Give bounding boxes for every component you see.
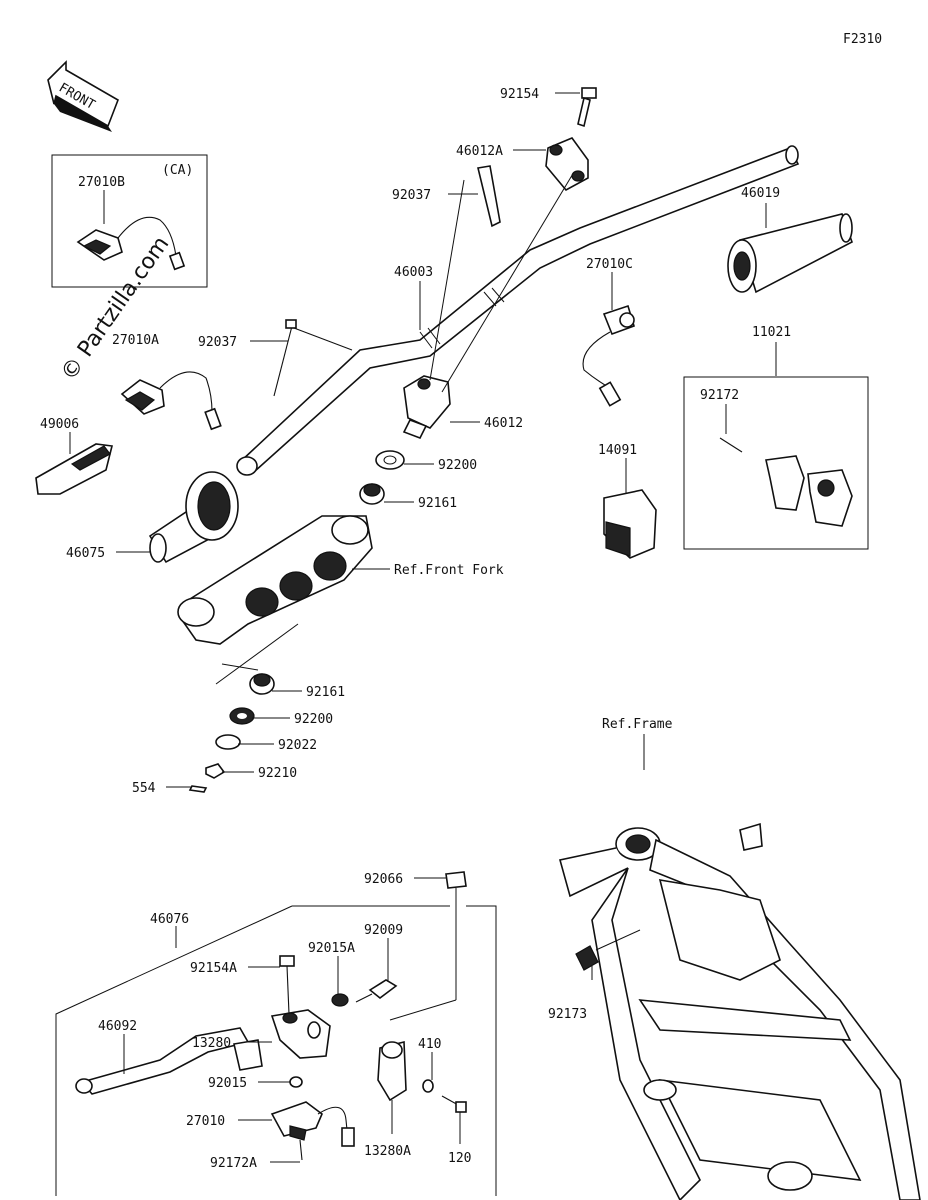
part-label: 46019 <box>741 186 780 201</box>
part-label: 92037 <box>392 188 431 203</box>
switch-27010-icon <box>270 1101 355 1147</box>
ca-variant-box <box>51 154 208 288</box>
grip-46019-icon <box>727 213 853 294</box>
part-label: 92015 <box>208 1076 247 1091</box>
part-label: 14091 <box>598 443 637 458</box>
switch-27010a-icon <box>120 371 222 431</box>
part-label: 46003 <box>394 265 433 280</box>
part-label: 92161 <box>418 496 457 511</box>
cotter-pin-554-icon <box>188 785 208 793</box>
leader-lines <box>69 92 777 980</box>
part-label: 92173 <box>548 1007 587 1022</box>
part-label: 49006 <box>40 417 79 432</box>
cable-92037-lower-icon <box>273 319 353 397</box>
ref-frame: Ref.Frame <box>602 717 673 732</box>
part-label: 92015A <box>308 941 355 956</box>
washer-92200-upper-icon <box>375 450 405 470</box>
clamp-46012a-icon <box>545 137 589 192</box>
ref-front-fork: Ref.Front Fork <box>394 563 504 578</box>
part-label: 46076 <box>150 912 189 927</box>
part-label: 120 <box>448 1151 471 1166</box>
clamp-13280a-icon <box>377 1040 407 1102</box>
part-label: 92200 <box>294 712 333 727</box>
switch-27010b-icon <box>76 216 186 271</box>
nut-92210-icon <box>205 763 226 779</box>
switch-27010c-icon <box>582 304 635 407</box>
part-label: 46075 <box>66 546 105 561</box>
spacer-92161-upper-icon <box>359 483 385 505</box>
switch-kit-11021-icon <box>719 437 853 527</box>
part-label: 27010 <box>186 1114 225 1129</box>
part-label: 46092 <box>98 1019 137 1034</box>
figure-code: F2310 <box>843 32 882 47</box>
sensor-92173-icon <box>575 929 641 971</box>
handguard-49006-icon <box>35 443 113 495</box>
nut-92015-icon <box>289 1076 303 1088</box>
bolt-92154-icon <box>577 87 597 128</box>
grip-46075-icon <box>148 471 239 564</box>
bolt-92154a-icon <box>279 955 295 1015</box>
bolt-120-icon <box>441 1095 467 1113</box>
triple-clamp-icon <box>177 515 373 645</box>
part-label: 410 <box>418 1037 441 1052</box>
part-label: 92161 <box>306 685 345 700</box>
pin-92037-upper-icon <box>477 165 501 228</box>
kit-11021-box <box>683 376 869 550</box>
part-label: 27010C <box>586 257 633 272</box>
leader-lines-lower <box>123 938 461 1163</box>
front-arrow-icon: FRONT <box>47 60 119 132</box>
cover-14091-icon <box>603 489 657 559</box>
part-label: 92154A <box>190 961 237 976</box>
bracket-13280-icon <box>270 1009 331 1059</box>
frame-icon <box>559 822 921 1200</box>
part-label: 27010B <box>78 175 125 190</box>
washer-410-icon <box>422 1079 434 1093</box>
clamp-46012-icon <box>402 375 451 440</box>
part-label: 27010A <box>112 333 159 348</box>
part-label: 92200 <box>438 458 477 473</box>
part-label: 92009 <box>364 923 403 938</box>
part-label: 11021 <box>752 325 791 340</box>
part-label: 46012A <box>456 144 503 159</box>
spacer-92161-lower-icon <box>249 673 275 695</box>
screw-92172a-icon <box>299 1139 303 1161</box>
part-label: 554 <box>132 781 156 796</box>
part-label: 92066 <box>364 872 403 887</box>
part-label: 13280 <box>192 1036 231 1051</box>
washer-92022-icon <box>215 734 241 750</box>
washer-92200-lower-icon <box>229 707 255 725</box>
part-label: 92172 <box>700 388 739 403</box>
washer-92015a-icon <box>331 993 349 1007</box>
ca-box-tag: (CA) <box>162 163 193 178</box>
part-label: 92022 <box>278 738 317 753</box>
lever-46092-icon <box>75 1027 263 1095</box>
part-label: 13280A <box>364 1144 411 1159</box>
part-label: 92210 <box>258 766 297 781</box>
part-label: 92172A <box>210 1156 257 1171</box>
part-label: 46012 <box>484 416 523 431</box>
cap-92066-icon <box>389 871 467 1021</box>
handlebar-icon <box>236 145 800 476</box>
screw-92009-icon <box>355 979 398 1003</box>
lever-assembly-box <box>55 905 497 1196</box>
part-label: 92154 <box>500 87 539 102</box>
part-label: 92037 <box>198 335 237 350</box>
